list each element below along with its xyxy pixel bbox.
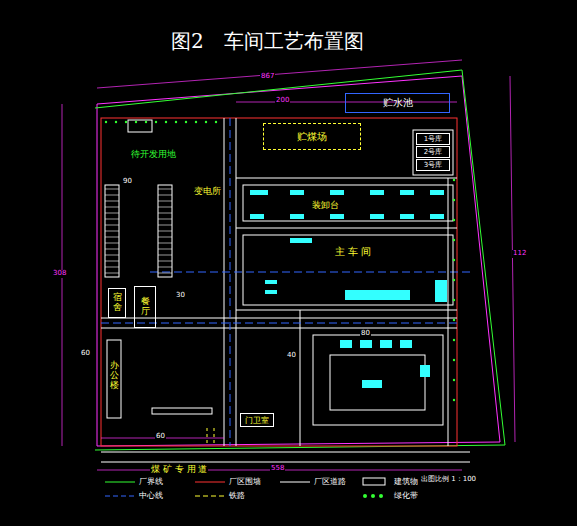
building-label: 宿舍 bbox=[113, 293, 122, 313]
loading-building bbox=[243, 185, 453, 221]
title: 图2 车间工艺布置图 bbox=[170, 30, 365, 52]
dimension: 40 bbox=[286, 352, 297, 360]
legend-text: 中心线 bbox=[139, 490, 163, 501]
building-box: 贮水池 bbox=[345, 93, 450, 113]
building-label: 装卸台 bbox=[312, 199, 339, 212]
legend-sample bbox=[105, 477, 135, 487]
dimension: 200 bbox=[275, 97, 290, 105]
rail bbox=[207, 428, 214, 446]
dimension: 60 bbox=[80, 350, 91, 358]
legend-text: 铁路 bbox=[229, 490, 245, 501]
building-box: 餐厅 bbox=[134, 286, 156, 328]
dimension: 308 bbox=[52, 270, 67, 278]
building-label: 变电所 bbox=[194, 185, 221, 198]
legend-item: 铁路 bbox=[195, 490, 245, 501]
dimension: 30 bbox=[175, 292, 186, 300]
legend-text: 厂界线 bbox=[139, 476, 163, 487]
area-label: 煤 矿 专 用 道 bbox=[150, 465, 208, 475]
dimension: 867 bbox=[260, 73, 275, 81]
dimension: 90 bbox=[122, 178, 133, 186]
building-label: 2号库 bbox=[424, 147, 442, 157]
dimension: 80 bbox=[360, 330, 371, 338]
building-box: 宿舍 bbox=[108, 288, 126, 318]
building-box: 主 车 间 bbox=[318, 244, 388, 260]
dimension: 60 bbox=[155, 433, 166, 441]
legend-text: 绿化带 bbox=[394, 490, 418, 501]
legend-item: 绿化带 bbox=[360, 490, 418, 501]
left-buildings bbox=[105, 120, 212, 418]
plant-wall bbox=[101, 118, 457, 446]
dimension-lines bbox=[62, 60, 515, 470]
building-box: 办公楼 bbox=[107, 352, 121, 400]
main-workshop bbox=[243, 235, 453, 305]
legend-text: 厂区围墙 bbox=[229, 476, 261, 487]
building-box: 3号库 bbox=[416, 159, 450, 171]
building-label: 贮水池 bbox=[383, 96, 413, 110]
legend-sample bbox=[360, 491, 390, 501]
scale-note: 出图比例 1：100 bbox=[420, 476, 477, 484]
building-label: 餐厅 bbox=[141, 297, 150, 317]
building-box: 贮煤场 bbox=[263, 123, 361, 150]
ladder-hatch bbox=[105, 189, 172, 273]
greenbelt bbox=[105, 121, 455, 401]
building-label: 贮煤场 bbox=[297, 130, 327, 144]
legend-sample bbox=[105, 491, 135, 501]
building-box: 2号库 bbox=[416, 146, 450, 158]
legend-item: 厂区道路 bbox=[280, 476, 346, 487]
legend-sample bbox=[280, 477, 310, 487]
legend-item: 厂界线 bbox=[105, 476, 163, 487]
legend-item: 厂区围墙 bbox=[195, 476, 261, 487]
store-block bbox=[413, 130, 453, 175]
lower-building-inner bbox=[330, 355, 425, 410]
lower-building bbox=[313, 335, 443, 425]
site-boundary bbox=[97, 76, 500, 446]
building-box: 1号库 bbox=[416, 133, 450, 145]
legend-sample bbox=[360, 477, 390, 487]
dimension: 558 bbox=[270, 465, 285, 473]
roads bbox=[101, 118, 470, 462]
dimension: 112 bbox=[512, 250, 527, 258]
building-label: 办公楼 bbox=[110, 361, 119, 391]
center-lines bbox=[101, 118, 470, 446]
plant-boundary bbox=[95, 70, 505, 450]
building-label: 3号库 bbox=[424, 160, 442, 170]
building-box: 变电所 bbox=[190, 184, 224, 199]
building-label: 门卫室 bbox=[245, 415, 269, 426]
legend-text: 建筑物 bbox=[394, 476, 418, 487]
legend-item: 中心线 bbox=[105, 490, 163, 501]
legend-sample bbox=[195, 477, 225, 487]
equipment bbox=[250, 190, 447, 388]
building-box: 门卫室 bbox=[240, 413, 274, 427]
legend-item: 建筑物 bbox=[360, 476, 418, 487]
area-label: 待开发用地 bbox=[130, 150, 177, 160]
building-label: 1号库 bbox=[424, 134, 442, 144]
legend-text: 厂区道路 bbox=[314, 476, 346, 487]
building-label: 主 车 间 bbox=[335, 245, 371, 259]
building-box: 装卸台 bbox=[300, 198, 350, 213]
legend-sample bbox=[195, 491, 225, 501]
